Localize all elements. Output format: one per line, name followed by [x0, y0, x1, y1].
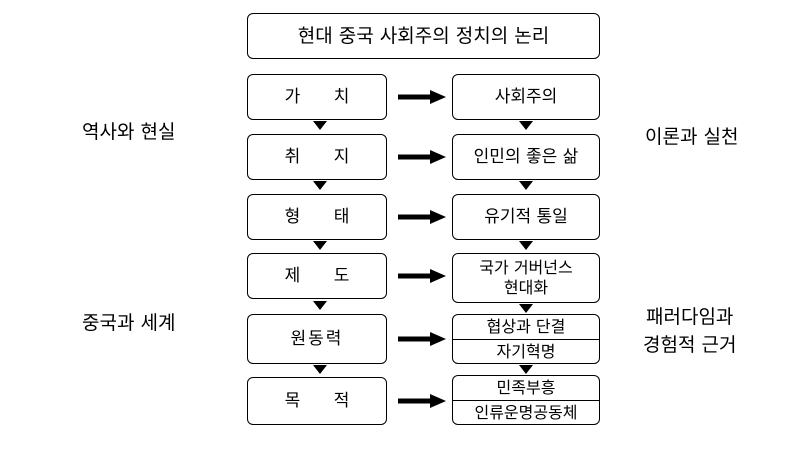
right-down-arrow-2	[519, 181, 533, 190]
left-box-driving-force: 원동력	[247, 314, 387, 364]
right-box-good-life: 인민의 좋은 삶	[452, 134, 600, 180]
left-box-label: 목 적	[284, 390, 364, 411]
title-text: 현대 중국 사회주의 정치의 논리	[297, 24, 550, 47]
left-box-purpose: 취 지	[247, 134, 387, 180]
right-box-label: 인민의 좋은 삶	[473, 146, 579, 167]
right-box-organic-unity: 유기적 통일	[452, 194, 600, 240]
right-box-consultation: 협상과 단결 자기혁명	[452, 314, 600, 364]
label-china-world: 중국과 세계	[82, 312, 176, 334]
label-theory-practice: 이론과 실천	[645, 126, 739, 148]
right-box-governance: 국가 거버넌스 현대화	[452, 253, 600, 303]
left-down-arrow-2	[313, 181, 327, 190]
right-box-label: 유기적 통일	[484, 206, 568, 227]
left-box-system: 제 도	[247, 253, 387, 299]
row-arrow-head-5	[430, 332, 446, 346]
left-down-arrow-1	[313, 121, 327, 130]
right-box-cell-bottom: 인류운명공동체	[453, 399, 599, 425]
left-box-label: 취 지	[284, 146, 364, 167]
left-box-label: 원동력	[290, 328, 344, 349]
row-arrow-head-2	[430, 150, 446, 164]
left-down-arrow-5	[313, 365, 327, 374]
right-down-arrow-1	[519, 121, 533, 130]
label-paradigm-line2: 경험적 근거	[643, 333, 737, 356]
label-history-reality: 역사와 현실	[82, 121, 176, 143]
right-box-cell-top: 협상과 단결	[486, 317, 566, 337]
left-box-label: 형 태	[284, 206, 364, 227]
label-paradigm-evidence: 패러다임과 경험적 근거	[643, 304, 736, 359]
right-box-label: 사회주의	[494, 86, 558, 107]
right-box-cell-top: 민족부흥	[496, 378, 556, 398]
left-box-label: 제 도	[284, 265, 364, 286]
right-box-socialism: 사회주의	[452, 74, 600, 120]
right-down-arrow-3	[519, 241, 533, 250]
row-arrow-head-6	[430, 394, 446, 408]
right-down-arrow-4	[519, 304, 533, 313]
left-box-goal: 목 적	[247, 377, 387, 425]
right-down-arrow-5	[519, 365, 533, 374]
right-box-line2: 현대화	[503, 278, 549, 297]
row-arrow-head-4	[430, 269, 446, 283]
label-paradigm-line1: 패러다임과	[646, 306, 734, 328]
left-box-value: 가 치	[247, 74, 387, 120]
right-box-line1: 국가 거버넌스	[479, 258, 573, 277]
row-arrow-head-3	[430, 210, 446, 224]
title-box: 현대 중국 사회주의 정치의 논리	[247, 13, 600, 59]
row-arrow-head-1	[430, 90, 446, 104]
left-down-arrow-3	[313, 241, 327, 250]
left-box-label: 가 치	[284, 86, 364, 107]
left-down-arrow-4	[313, 301, 327, 310]
left-box-form: 형 태	[247, 194, 387, 240]
right-box-cell-bottom: 자기혁명	[453, 338, 599, 364]
right-box-rejuvenation: 민족부흥 인류운명공동체	[452, 375, 600, 425]
